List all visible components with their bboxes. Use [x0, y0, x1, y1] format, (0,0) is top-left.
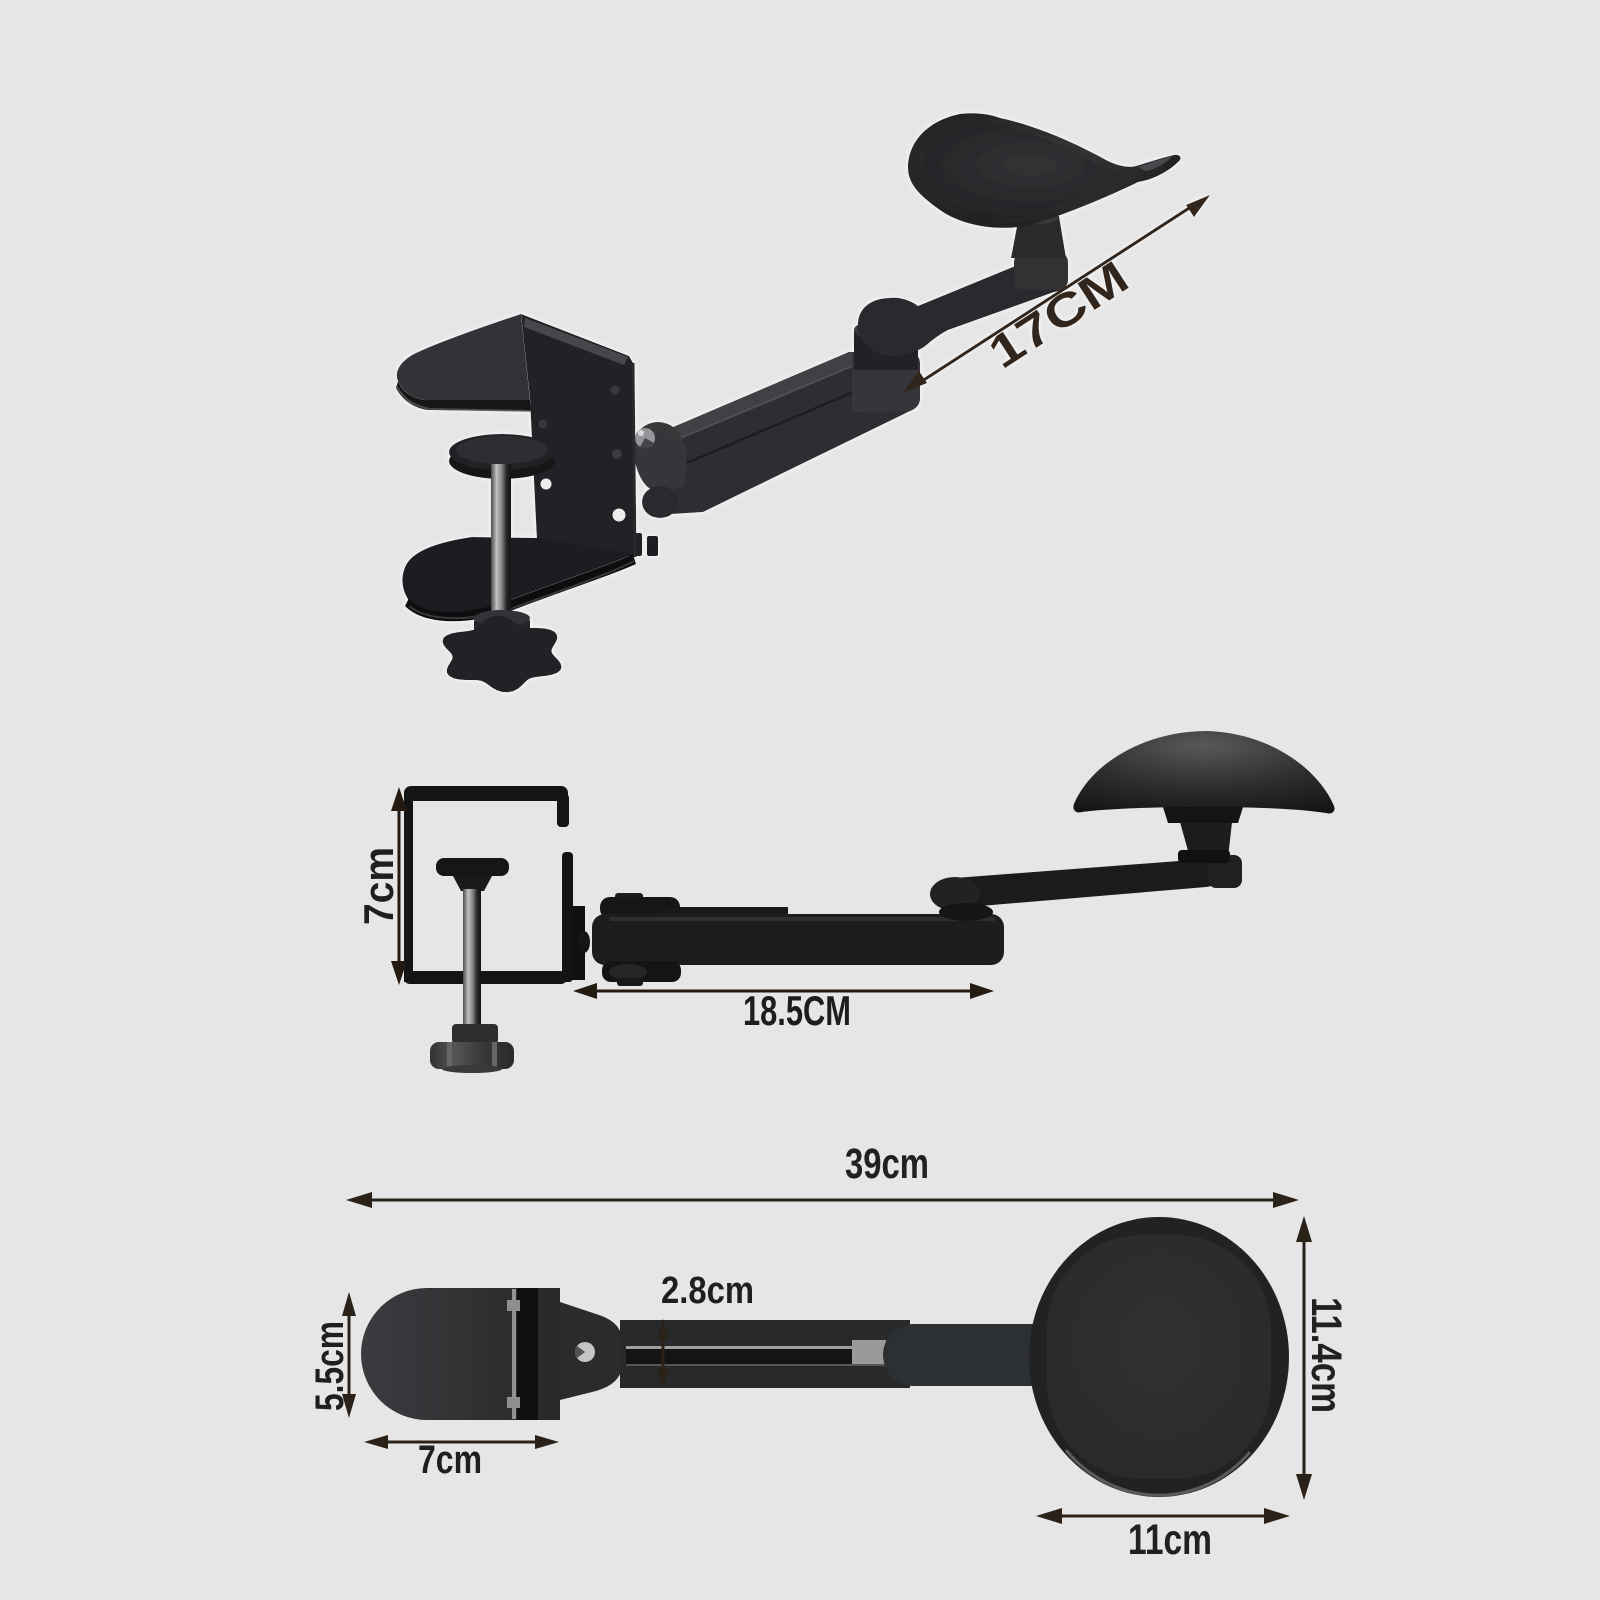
- svg-text:7cm: 7cm: [355, 847, 402, 925]
- svg-text:11cm: 11cm: [1128, 1516, 1212, 1564]
- svg-text:7cm: 7cm: [418, 1438, 482, 1482]
- svg-text:18.5CM: 18.5CM: [743, 987, 851, 1034]
- svg-text:5.5cm: 5.5cm: [308, 1321, 352, 1411]
- svg-text:2.8cm: 2.8cm: [661, 1270, 754, 1312]
- svg-text:39cm: 39cm: [845, 1140, 929, 1188]
- svg-text:11.4cm: 11.4cm: [1302, 1297, 1350, 1413]
